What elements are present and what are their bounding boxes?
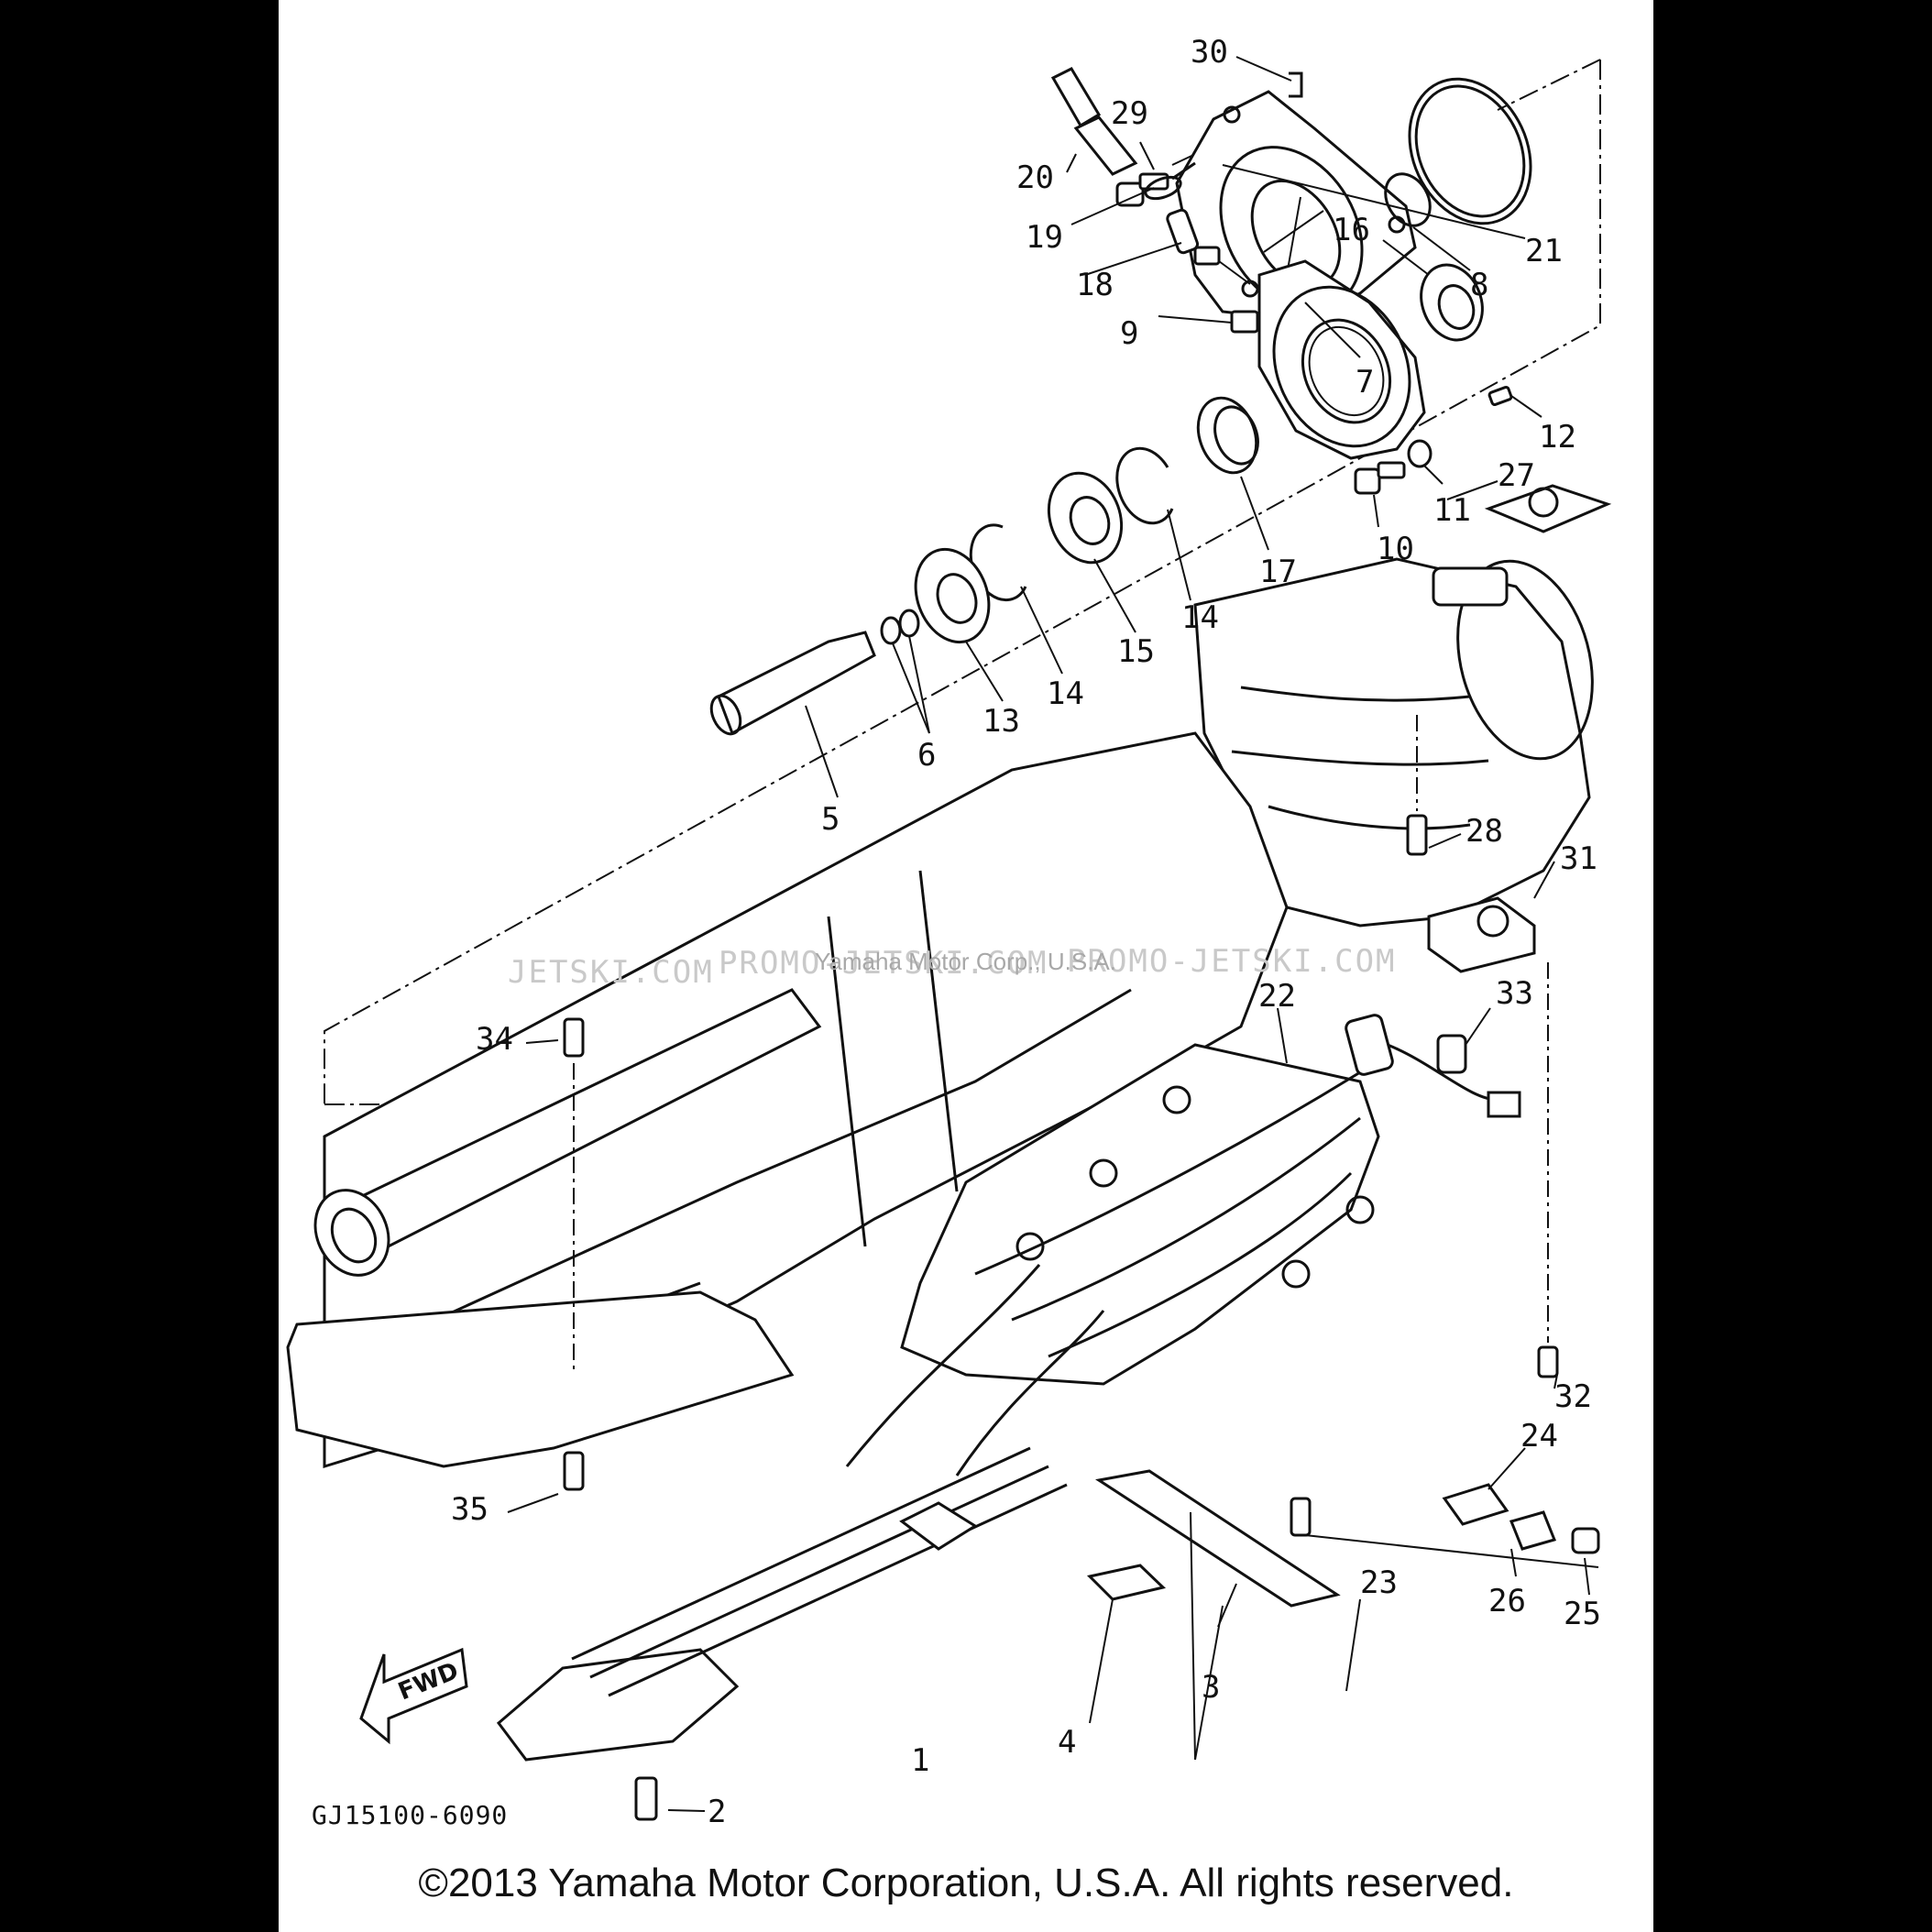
callout-3: 3	[1202, 1669, 1220, 1706]
part-32-bolt	[1537, 962, 1559, 1378]
callout-33: 33	[1496, 975, 1533, 1012]
callout-31: 31	[1560, 840, 1597, 877]
callout-2: 2	[708, 1794, 726, 1830]
part-31-sensor-housing	[1427, 896, 1536, 973]
callout-35: 35	[451, 1491, 488, 1528]
callout-8: 8	[1470, 267, 1488, 303]
callout-23: 23	[1360, 1564, 1398, 1601]
callout-17: 17	[1259, 554, 1297, 590]
callout-9: 9	[1120, 315, 1138, 352]
intake-base-flange	[286, 1290, 795, 1468]
part-19-clamp	[1144, 161, 1196, 201]
part-26-plate	[1509, 1510, 1557, 1551]
callout-11: 11	[1433, 492, 1471, 529]
watermark-jetski: JETSKI.COM	[508, 954, 714, 991]
part-1-grate-bar	[899, 1501, 978, 1551]
callout-21: 21	[1525, 233, 1563, 269]
part-17-spacer	[1196, 396, 1259, 475]
part-4-pad	[1086, 1564, 1167, 1601]
part-12-pin	[1487, 386, 1513, 406]
diagram-sheet: FWD JETSKI.COM PROMO-JETSKI.COM PROMO-JE…	[279, 0, 1653, 1932]
callout-5: 5	[821, 801, 840, 838]
callout-18: 18	[1076, 267, 1114, 303]
diagram-part-number: GJ15100-6090	[312, 1800, 508, 1830]
callout-16: 16	[1333, 212, 1370, 248]
callout-numbers: 30 29 20 19 18 16 9 21 8 7 12 11 10 17 1…	[451, 34, 1601, 1830]
callout-15: 15	[1117, 633, 1155, 670]
callout-27: 27	[1498, 457, 1535, 494]
watermark-promo-jetski-1: PROMO-JETSKI.COM	[719, 945, 1048, 982]
callout-12: 12	[1539, 419, 1576, 456]
part-16-bearing	[1420, 263, 1484, 342]
part-34-stud	[563, 1017, 585, 1375]
drive-shaft-tube	[313, 988, 822, 1277]
part-9-bearing-housing	[1230, 259, 1426, 460]
part-20-hose	[1050, 67, 1138, 176]
callout-29: 29	[1111, 95, 1148, 132]
callout-19: 19	[1026, 219, 1063, 256]
watermarks: JETSKI.COM PROMO-JETSKI.COM PROMO-JETSKI…	[508, 943, 1397, 991]
watermark-yamaha: Yamaha Motor Corp., U.S.A.	[815, 948, 1116, 975]
callout-6: 6	[917, 737, 936, 774]
jet-pump-body	[1193, 557, 1594, 928]
leader-lines	[507, 56, 1599, 1812]
part-14-circlip-upper	[1115, 446, 1174, 525]
part-24-block	[1442, 1483, 1509, 1526]
part-25-screw	[1571, 1527, 1600, 1554]
callout-22: 22	[1258, 978, 1296, 1015]
part-21-o-ring	[1408, 77, 1532, 225]
part-33-speed-sensor	[1345, 1014, 1521, 1118]
callout-28: 28	[1465, 813, 1503, 850]
intake-grate	[496, 1264, 1105, 1762]
part-6-o-rings	[880, 609, 920, 645]
part-2-bolt	[634, 1776, 658, 1821]
part-13-bearing	[914, 547, 991, 644]
callout-13: 13	[982, 703, 1020, 740]
callout-34: 34	[476, 1021, 513, 1058]
fwd-arrow: FWD	[359, 1647, 468, 1745]
part-5-drive-shaft	[709, 631, 876, 736]
callout-32: 32	[1554, 1378, 1592, 1415]
exploded-parts-diagram: FWD JETSKI.COM PROMO-JETSKI.COM PROMO-JE…	[286, 34, 1612, 1830]
part-3-strip	[1095, 1469, 1341, 1608]
copyright-notice: ©2013 Yamaha Motor Corporation, U.S.A. A…	[418, 1861, 1514, 1905]
part-15-bearing	[1047, 471, 1124, 565]
callout-14-lower: 14	[1047, 675, 1084, 712]
part-8-disc	[1384, 172, 1432, 227]
callout-7: 7	[1356, 364, 1374, 401]
part-27-cover-plate	[1484, 484, 1612, 533]
callout-4: 4	[1058, 1724, 1076, 1761]
part-28-bolt	[1406, 715, 1428, 856]
part-30-clip	[1289, 71, 1303, 98]
callout-24: 24	[1520, 1418, 1558, 1454]
part-22-ride-plate	[900, 1043, 1380, 1386]
watermark-promo-jetski-2: PROMO-JETSKI.COM	[1067, 943, 1397, 980]
callout-26: 26	[1488, 1583, 1526, 1619]
part-23-bolt	[1290, 1497, 1312, 1537]
callout-1: 1	[911, 1742, 929, 1779]
callout-30: 30	[1191, 34, 1228, 71]
callout-25: 25	[1564, 1596, 1601, 1632]
callout-20: 20	[1016, 159, 1054, 196]
part-10-bolt	[1354, 461, 1406, 495]
part-11-washer	[1407, 439, 1433, 468]
part-18-fitting	[1166, 208, 1251, 285]
callout-10: 10	[1377, 531, 1414, 567]
part-35-bolt	[563, 1451, 585, 1491]
callout-14-upper: 14	[1181, 599, 1219, 636]
